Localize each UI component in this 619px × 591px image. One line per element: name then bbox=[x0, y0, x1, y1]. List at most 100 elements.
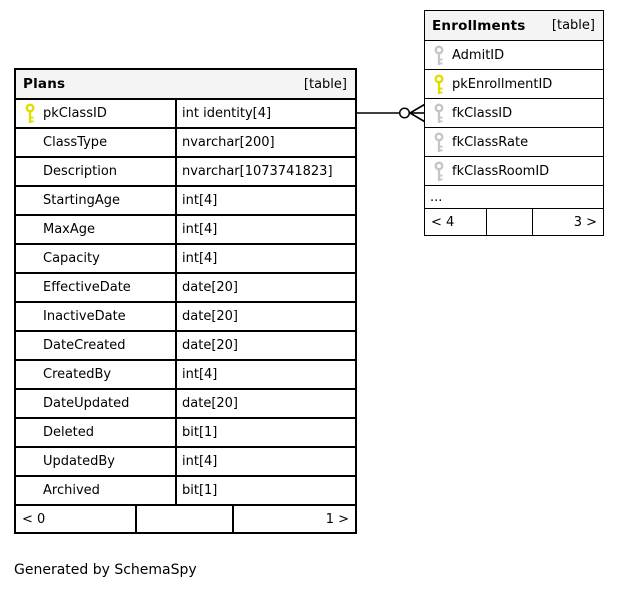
zero-cardinality-circle-icon bbox=[398, 107, 411, 119]
column-name-cell: UpdatedBy bbox=[16, 448, 177, 475]
footer-children-count: < 0 bbox=[16, 506, 137, 532]
column-name-cell: DateUpdated bbox=[16, 390, 177, 417]
table-header-plans[interactable]: Plans [table] bbox=[16, 70, 355, 98]
column-name-cell: ... bbox=[425, 186, 603, 208]
column-name-cell: EffectiveDate bbox=[16, 274, 177, 301]
column-name: fkClassID bbox=[452, 105, 513, 121]
column-name: InactiveDate bbox=[43, 309, 126, 324]
table-name-enrollments[interactable]: Enrollments bbox=[432, 17, 526, 34]
column-type: int[4] bbox=[182, 367, 218, 382]
column-name-cell: Capacity bbox=[16, 245, 177, 272]
column-name: AdmitID bbox=[452, 47, 505, 63]
table-row: Description nvarchar[1073741823] bbox=[16, 156, 355, 185]
footer-children-count: < 4 bbox=[425, 209, 487, 235]
column-name-cell: InactiveDate bbox=[16, 303, 177, 330]
column-type: date[20] bbox=[182, 396, 238, 411]
table-row: pkEnrollmentID bbox=[425, 69, 603, 98]
column-name: ClassType bbox=[43, 135, 108, 150]
column-type: date[20] bbox=[182, 280, 238, 295]
column-type: int[4] bbox=[182, 251, 218, 266]
column-name-cell: fkClassRoomID bbox=[425, 157, 603, 185]
table-row: StartingAge int[4] bbox=[16, 185, 355, 214]
primary-key-icon bbox=[25, 103, 35, 124]
column-name: fkClassRoomID bbox=[452, 163, 550, 179]
table-row: EffectiveDate date[20] bbox=[16, 272, 355, 301]
foreign-key-icon bbox=[434, 160, 444, 181]
column-name-cell: CreatedBy bbox=[16, 361, 177, 388]
table-row: Deleted bit[1] bbox=[16, 417, 355, 446]
table-footer-enrollments: < 4 3 > bbox=[425, 208, 603, 235]
table-enrollments: Enrollments [table] AdmitID bbox=[424, 10, 604, 236]
column-name: Description bbox=[43, 164, 118, 179]
column-name-cell: MaxAge bbox=[16, 216, 177, 243]
column-type: bit[1] bbox=[182, 483, 218, 498]
column-name-cell: fkClassID bbox=[425, 99, 603, 127]
table-header-enrollments[interactable]: Enrollments [table] bbox=[425, 11, 603, 40]
footer-middle-cell bbox=[137, 506, 234, 532]
column-name: EffectiveDate bbox=[43, 280, 131, 295]
column-name: pkClassID bbox=[43, 106, 107, 121]
table-row: DateUpdated date[20] bbox=[16, 388, 355, 417]
column-name-cell: Deleted bbox=[16, 419, 177, 446]
column-name-cell: pkClassID bbox=[16, 100, 177, 127]
footer-parents-count: 3 > bbox=[573, 214, 597, 230]
table-row: UpdatedBy int[4] bbox=[16, 446, 355, 475]
column-name-cell: fkClassRate bbox=[425, 128, 603, 156]
column-type: nvarchar[200] bbox=[182, 135, 275, 150]
foreign-key-icon bbox=[434, 44, 444, 65]
column-name: UpdatedBy bbox=[43, 454, 115, 469]
column-type: int[4] bbox=[182, 222, 218, 237]
column-name: StartingAge bbox=[43, 193, 121, 208]
table-row: InactiveDate date[20] bbox=[16, 301, 355, 330]
crows-foot-many-icon bbox=[409, 103, 425, 123]
column-name-cell: AdmitID bbox=[425, 41, 603, 69]
column-name-cell: ClassType bbox=[16, 129, 177, 156]
column-name-cell: StartingAge bbox=[16, 187, 177, 214]
column-list-plans: pkClassID int identity[4] ClassType nvar… bbox=[16, 98, 355, 504]
column-type: int identity[4] bbox=[182, 106, 272, 121]
column-name: ... bbox=[430, 189, 443, 205]
table-row: fkClassRoomID bbox=[425, 156, 603, 185]
table-row: ... bbox=[425, 185, 603, 208]
table-tag: [table] bbox=[551, 18, 595, 33]
column-name: Deleted bbox=[43, 425, 94, 440]
column-name: DateUpdated bbox=[43, 396, 130, 411]
footer-parents-count: 1 > bbox=[325, 511, 349, 527]
table-row: Archived bit[1] bbox=[16, 475, 355, 504]
column-name: Capacity bbox=[43, 251, 100, 266]
relationship-connector bbox=[356, 103, 425, 123]
column-type: date[20] bbox=[182, 309, 238, 324]
table-row: MaxAge int[4] bbox=[16, 214, 355, 243]
column-name: CreatedBy bbox=[43, 367, 112, 382]
primary-key-icon bbox=[434, 73, 444, 94]
column-type: int[4] bbox=[182, 193, 218, 208]
column-type: nvarchar[1073741823] bbox=[182, 164, 333, 179]
generated-by-caption: Generated by SchemaSpy bbox=[14, 562, 197, 578]
column-name-cell: Description bbox=[16, 158, 177, 185]
table-row: ClassType nvarchar[200] bbox=[16, 127, 355, 156]
column-name: fkClassRate bbox=[452, 134, 529, 150]
table-name-plans[interactable]: Plans bbox=[23, 76, 66, 92]
table-row: CreatedBy int[4] bbox=[16, 359, 355, 388]
foreign-key-icon bbox=[434, 131, 444, 152]
table-row: Capacity int[4] bbox=[16, 243, 355, 272]
column-list-enrollments: AdmitID pkEnrollmentID bbox=[425, 40, 603, 208]
table-footer-plans: < 0 1 > bbox=[16, 504, 355, 532]
column-type: bit[1] bbox=[182, 425, 218, 440]
column-name-cell: Archived bbox=[16, 477, 177, 504]
column-name: MaxAge bbox=[43, 222, 96, 237]
column-name-cell: pkEnrollmentID bbox=[425, 70, 603, 98]
column-name: DateCreated bbox=[43, 338, 126, 353]
table-tag: [table] bbox=[303, 76, 347, 92]
table-row: DateCreated date[20] bbox=[16, 330, 355, 359]
table-row: fkClassRate bbox=[425, 127, 603, 156]
table-row: pkClassID int identity[4] bbox=[16, 98, 355, 127]
column-name: Archived bbox=[43, 483, 100, 498]
table-plans: Plans [table] pkClassID int identity[4] bbox=[14, 68, 357, 534]
table-row: fkClassID bbox=[425, 98, 603, 127]
column-type: int[4] bbox=[182, 454, 218, 469]
foreign-key-icon bbox=[434, 102, 444, 123]
footer-middle-cell bbox=[487, 209, 533, 235]
column-name: pkEnrollmentID bbox=[452, 76, 553, 92]
